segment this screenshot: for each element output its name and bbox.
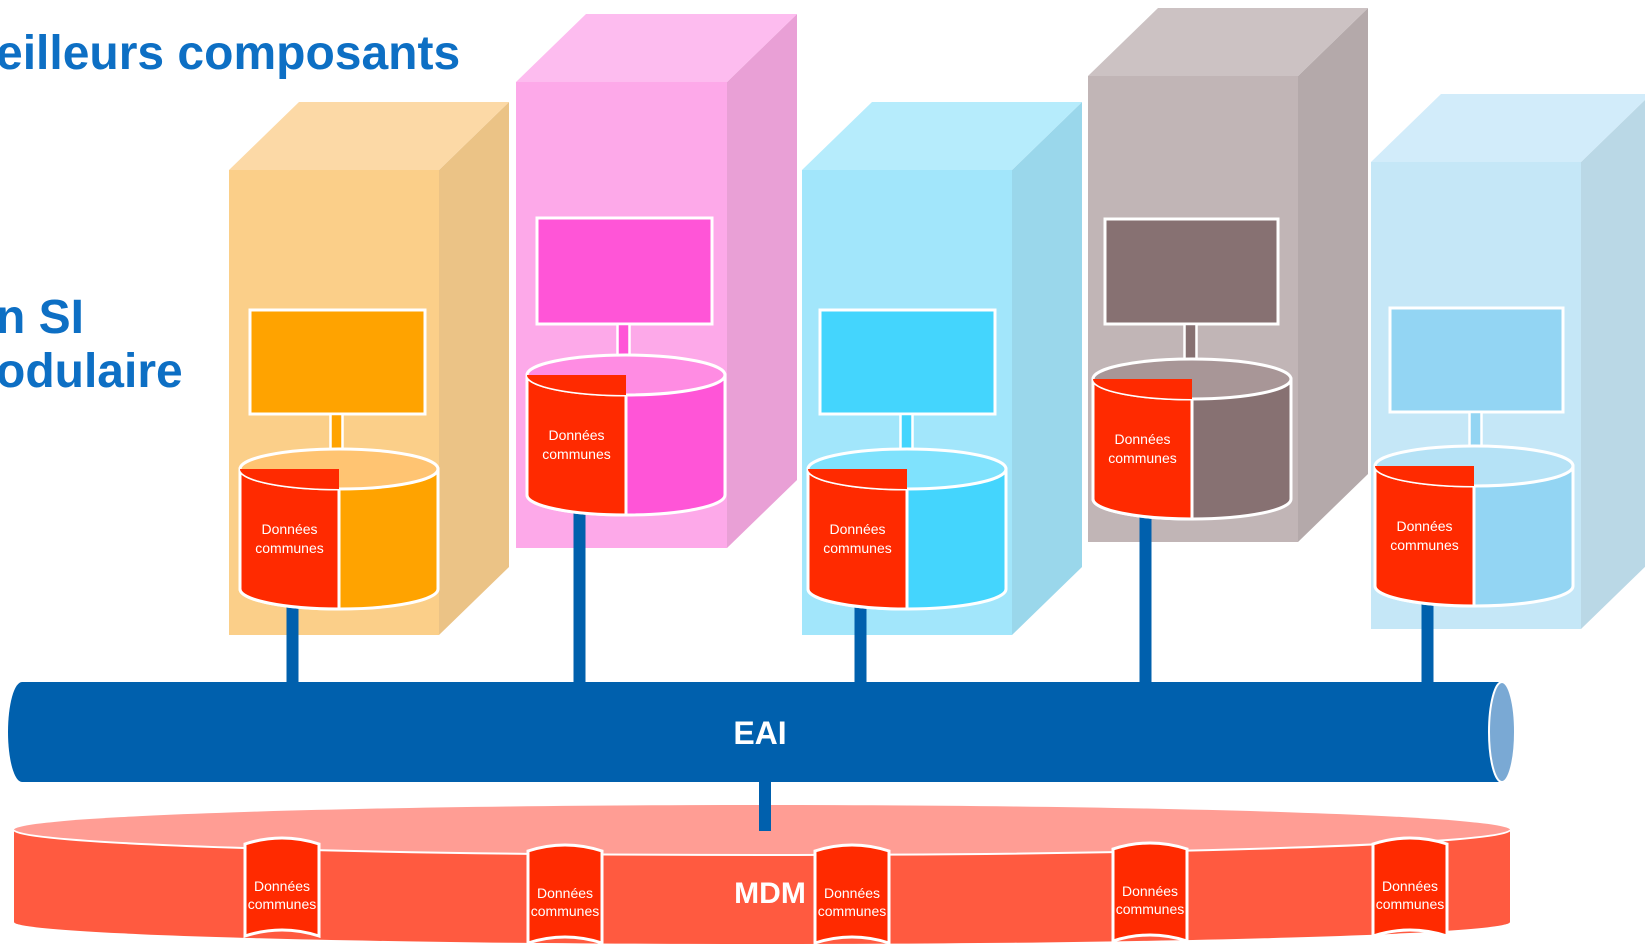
document-shape bbox=[813, 843, 891, 946]
bus-end-cap bbox=[1488, 681, 1516, 783]
tower-top bbox=[229, 102, 509, 170]
document-label-line-2: communes bbox=[531, 903, 599, 919]
tower-side bbox=[1581, 99, 1645, 629]
shared-data-label-line-2: communes bbox=[1390, 537, 1458, 553]
eai-label: EAI bbox=[733, 715, 786, 751]
document-label-line-1: Données bbox=[537, 885, 593, 901]
shared-data-label-line-2: communes bbox=[823, 540, 891, 556]
shared-data-top bbox=[240, 469, 339, 489]
module-lightblue: Données communes bbox=[1371, 94, 1645, 682]
document-label-line-2: communes bbox=[248, 896, 316, 912]
document-shape bbox=[1111, 841, 1189, 944]
connector-line bbox=[573, 511, 586, 682]
mdm-label: MDM bbox=[734, 877, 806, 910]
tower-side bbox=[439, 102, 509, 635]
tower-side bbox=[1298, 8, 1368, 542]
document-shape bbox=[1371, 836, 1449, 939]
shared-data-label-line-1: Données bbox=[261, 521, 317, 537]
mdm-shared-data-document: Données communes bbox=[243, 836, 321, 939]
tower-top bbox=[1371, 94, 1645, 162]
application-block bbox=[818, 308, 997, 416]
document-label-line-1: Données bbox=[824, 885, 880, 901]
application-block bbox=[535, 216, 714, 326]
shared-data-label-line-1: Données bbox=[1114, 431, 1170, 447]
document-label-line-1: Données bbox=[1382, 878, 1438, 894]
diagram-title-line-2: n SI bbox=[0, 291, 85, 344]
tower-side bbox=[1012, 102, 1082, 635]
shared-data-label-line-1: Données bbox=[1396, 518, 1452, 534]
document-shape bbox=[526, 843, 604, 946]
module-taupe: Données communes bbox=[1088, 8, 1368, 682]
connector-line bbox=[1421, 602, 1434, 682]
shared-data-top bbox=[1093, 379, 1192, 399]
eai-bus: EAI bbox=[8, 681, 1516, 831]
application-block bbox=[248, 308, 427, 416]
document-label-line-2: communes bbox=[1376, 896, 1444, 912]
bus-layer: EAI bbox=[8, 681, 1516, 831]
mdm-shared-data-document: Données communes bbox=[1111, 841, 1189, 944]
modules-layer: DonnéescommunesDonnéescommunesDonnéescom… bbox=[229, 8, 1645, 682]
shared-data-label-line-2: communes bbox=[1108, 450, 1176, 466]
tower-top bbox=[516, 14, 797, 82]
document-label-line-1: Données bbox=[254, 878, 310, 894]
tower-top bbox=[802, 102, 1082, 170]
tower-side bbox=[727, 14, 797, 548]
connector-line bbox=[854, 605, 867, 682]
shared-data-top bbox=[1375, 466, 1474, 486]
shared-data-label-line-2: communes bbox=[255, 540, 323, 556]
diagram-title-line-1: eilleurs composants bbox=[0, 27, 461, 80]
module-orange: Données communes bbox=[229, 102, 509, 682]
mdm-shared-data-document: Données communes bbox=[813, 843, 891, 946]
shared-data-top bbox=[527, 375, 626, 395]
module-cyan: Données communes bbox=[802, 102, 1082, 682]
document-shape bbox=[243, 836, 321, 939]
document-label-line-2: communes bbox=[818, 903, 886, 919]
connector-line bbox=[286, 605, 299, 682]
bus-body bbox=[8, 682, 1502, 782]
application-block bbox=[1388, 306, 1565, 414]
diagram-title-line-3: odulaire bbox=[0, 345, 183, 398]
document-label-line-1: Données bbox=[1122, 883, 1178, 899]
module-pink: Données communes bbox=[516, 14, 797, 682]
mdm-shared-data-document: Données communes bbox=[526, 843, 604, 946]
shared-data-label-line-1: Données bbox=[829, 521, 885, 537]
shared-data-top bbox=[808, 469, 907, 489]
shared-data-label-line-1: Données bbox=[548, 427, 604, 443]
connector-line bbox=[1139, 515, 1152, 682]
tower-top bbox=[1088, 8, 1368, 76]
shared-data-label-line-2: communes bbox=[542, 446, 610, 462]
application-block bbox=[1103, 217, 1280, 326]
mdm-shared-data-document: Données communes bbox=[1371, 836, 1449, 939]
document-label-line-2: communes bbox=[1116, 901, 1184, 917]
